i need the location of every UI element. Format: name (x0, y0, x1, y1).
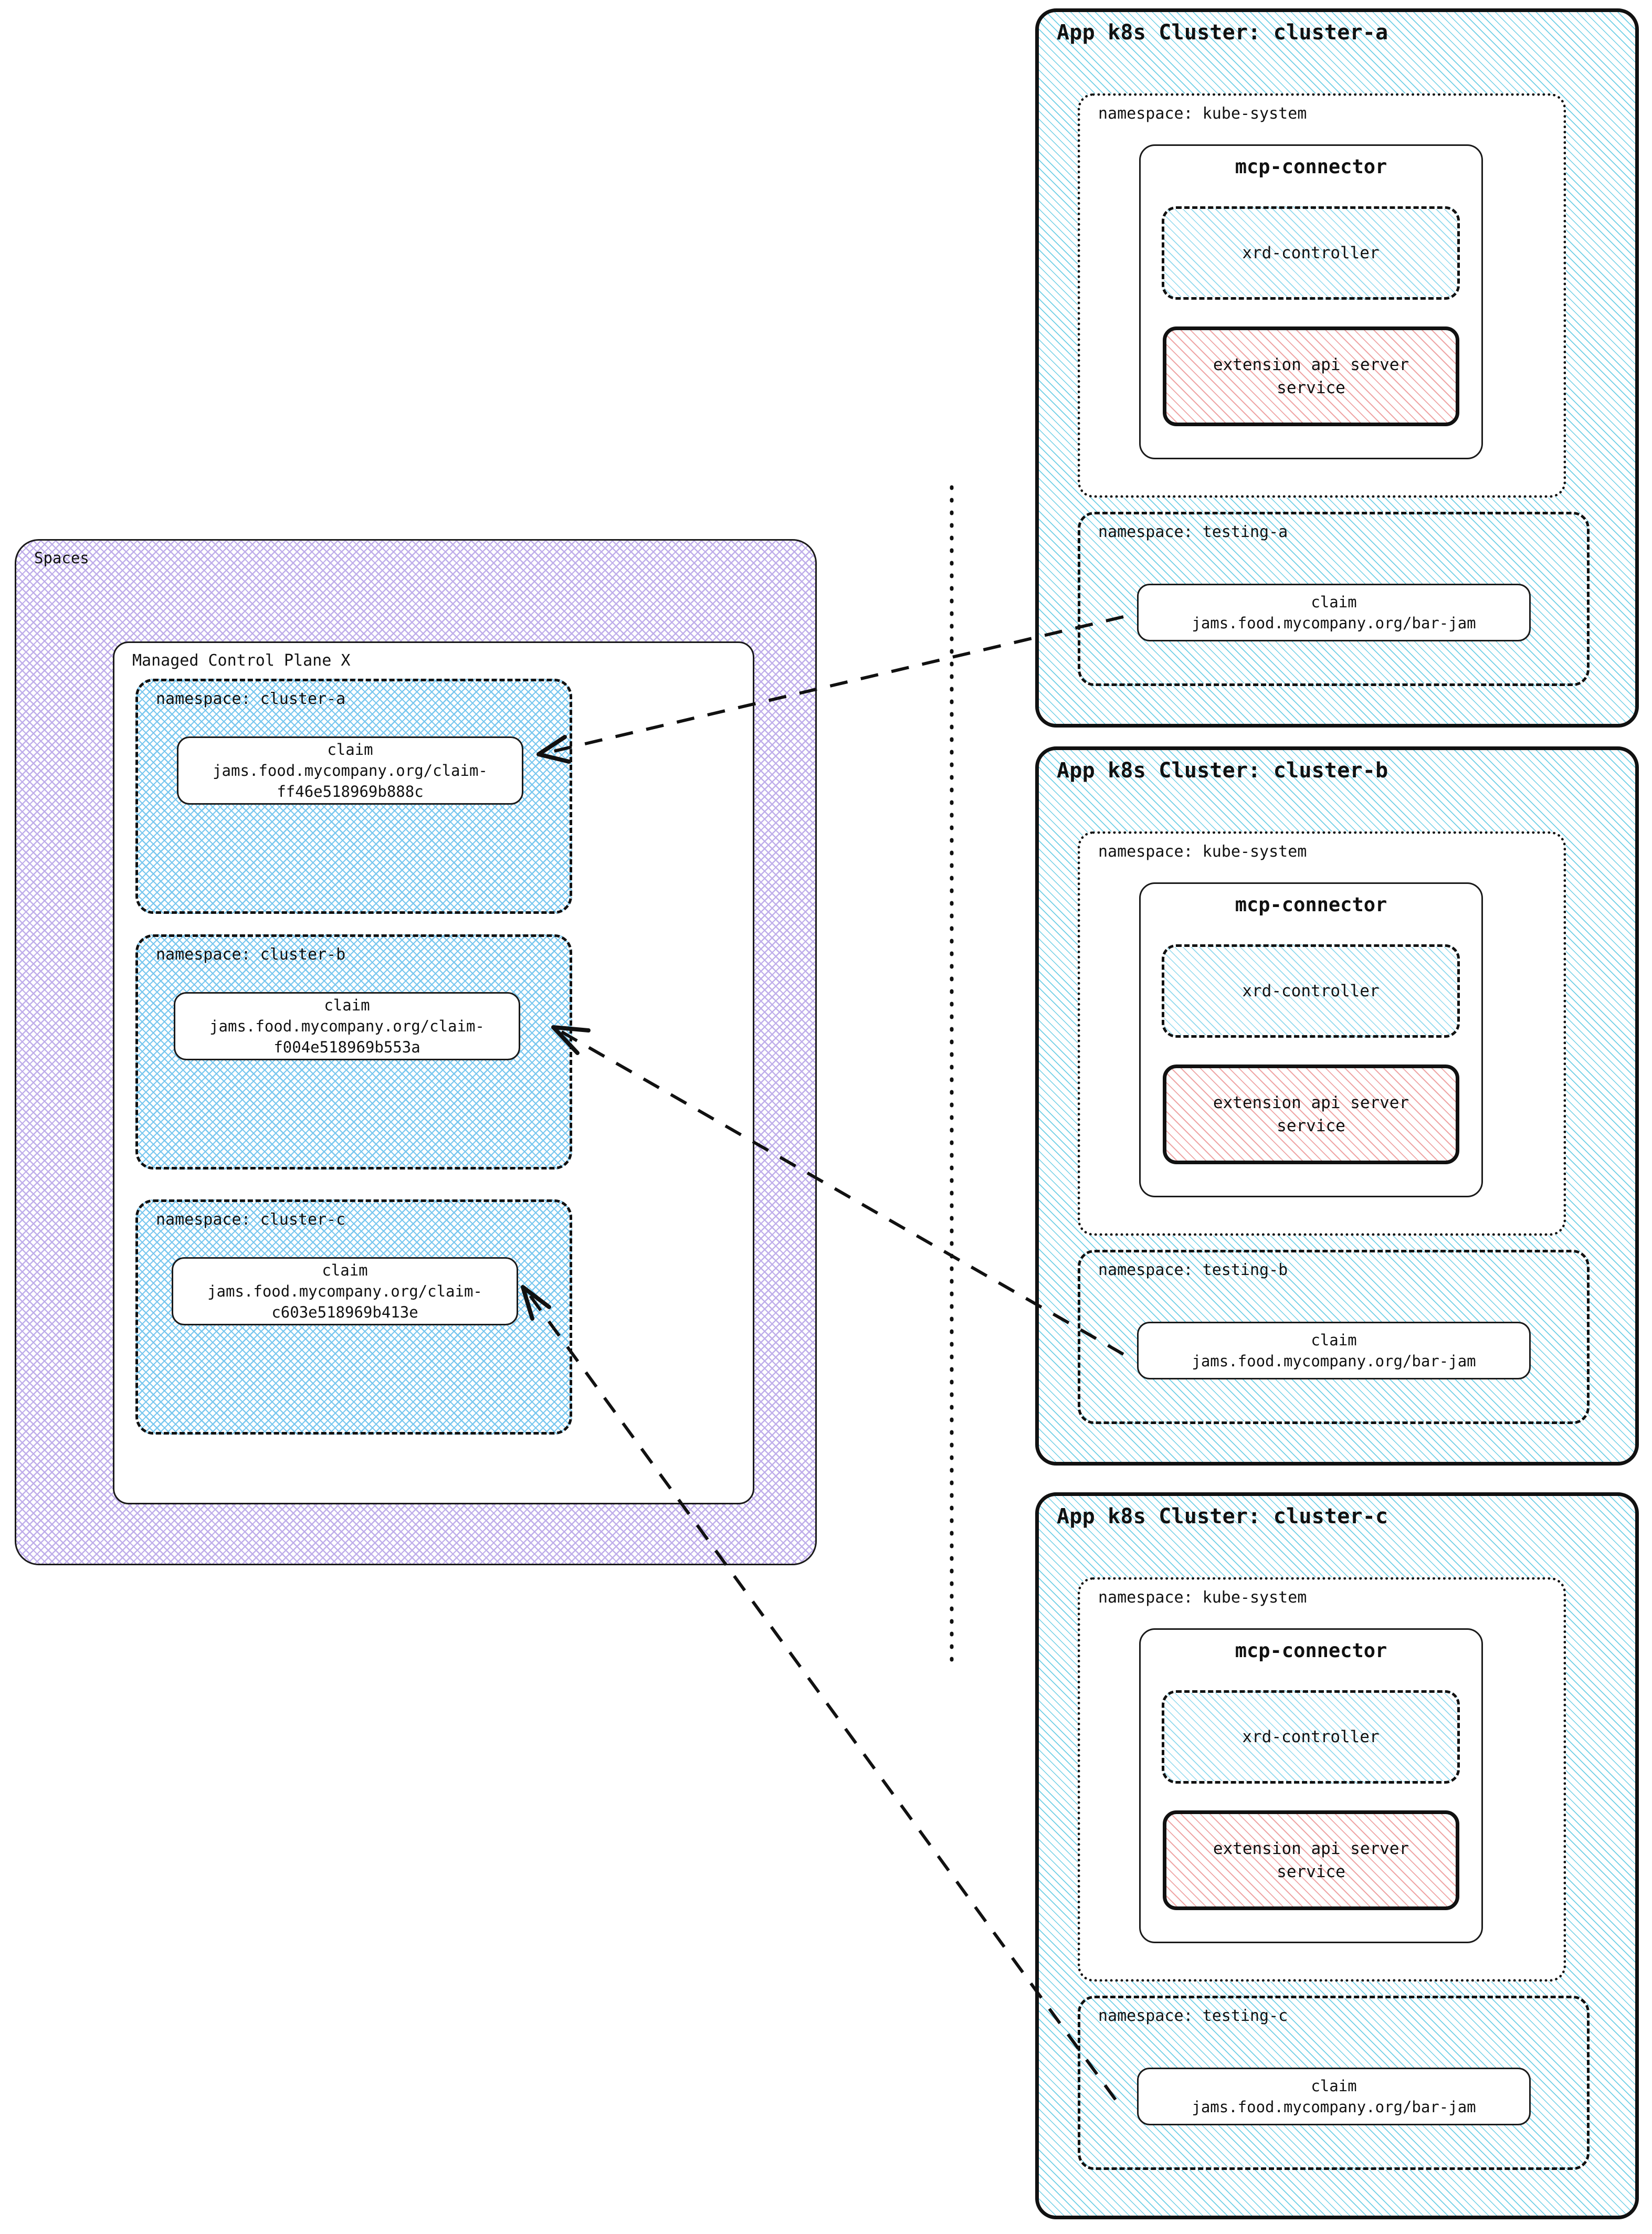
cluster-a-testing-namespace-label: namespace: testing-a (1098, 523, 1288, 541)
ext-line2: service (1277, 378, 1345, 397)
cp-claim-cluster-c-text: claim jams.food.mycompany.org/claim- c60… (173, 1260, 517, 1323)
cp-namespace-cluster-b: namespace: cluster-b claim jams.food.myc… (135, 934, 572, 1169)
claim-ref-line1: jams.food.mycompany.org/claim- (207, 1282, 482, 1300)
cluster-b-xrd-controller-label: xrd-controller (1242, 981, 1380, 1000)
cluster-c-extension-api-server-text: extension api server service (1166, 1837, 1456, 1883)
cluster-c-testing-namespace: namespace: testing-c claim jams.food.myc… (1078, 1996, 1590, 2170)
claim-ref-line2: f004e518969b553a (273, 1038, 420, 1057)
cp-namespace-cluster-b-label: namespace: cluster-b (156, 945, 346, 964)
cp-namespace-cluster-a-label: namespace: cluster-a (156, 690, 346, 708)
cluster-a-xrd-controller-label: xrd-controller (1242, 243, 1380, 262)
ext-line1: extension api server (1213, 1093, 1409, 1112)
cluster-c-testing-namespace-label: namespace: testing-c (1098, 2007, 1288, 2025)
cluster-b-testing-namespace: namespace: testing-b claim jams.food.myc… (1078, 1250, 1590, 1424)
cluster-a-extension-api-server-text: extension api server service (1166, 353, 1456, 399)
control-plane-label: Managed Control Plane X (132, 651, 351, 670)
cluster-c-extension-api-server-service: extension api server service (1163, 1810, 1459, 1910)
claim-ref: jams.food.mycompany.org/bar-jam (1192, 2098, 1476, 2116)
cluster-c-mcp-connector-label: mcp-connector (1235, 1639, 1387, 1662)
claim-kind: claim (324, 996, 370, 1014)
spaces-label: Spaces (34, 549, 89, 567)
cluster-a-mcp-connector-label: mcp-connector (1235, 155, 1387, 178)
cp-namespace-cluster-a: namespace: cluster-a claim jams.food.myc… (135, 679, 572, 914)
ext-line2: service (1277, 1116, 1345, 1135)
cluster-a-extension-api-server-service: extension api server service (1163, 326, 1459, 426)
cluster-b-kube-system-label: namespace: kube-system (1098, 842, 1307, 861)
cluster-b-testing-claim-text: claim jams.food.mycompany.org/bar-jam (1139, 1330, 1529, 1372)
cluster-b-mcp-connector-label: mcp-connector (1235, 893, 1387, 916)
cluster-c-testing-claim[interactable]: claim jams.food.mycompany.org/bar-jam (1137, 2068, 1531, 2125)
claim-ref-line1: jams.food.mycompany.org/claim- (213, 761, 488, 779)
cluster-a-testing-namespace: namespace: testing-a claim jams.food.myc… (1078, 512, 1590, 686)
cluster-a-label: App k8s Cluster: cluster-a (1057, 20, 1388, 45)
cluster-b-testing-namespace-label: namespace: testing-b (1098, 1261, 1288, 1279)
cp-claim-cluster-b-text: claim jams.food.mycompany.org/claim- f00… (175, 995, 519, 1058)
claim-ref: jams.food.mycompany.org/bar-jam (1192, 614, 1476, 632)
claim-ref-line2: ff46e518969b888c (277, 783, 424, 801)
claim-ref-line2: c603e518969b413e (271, 1303, 418, 1322)
claim-kind: claim (1311, 2077, 1357, 2095)
cluster-b-testing-claim[interactable]: claim jams.food.mycompany.org/bar-jam (1137, 1322, 1531, 1379)
cluster-c-xrd-controller-label: xrd-controller (1242, 1727, 1380, 1746)
cp-claim-cluster-a[interactable]: claim jams.food.mycompany.org/claim- ff4… (177, 736, 523, 805)
cluster-c-kube-system-label: namespace: kube-system (1098, 1588, 1307, 1607)
cluster-a-kube-system-label: namespace: kube-system (1098, 104, 1307, 123)
claim-kind: claim (322, 1261, 368, 1279)
cluster-c-label: App k8s Cluster: cluster-c (1057, 1504, 1388, 1529)
claim-kind: claim (1311, 593, 1357, 611)
ext-line1: extension api server (1213, 355, 1409, 374)
claim-kind: claim (327, 740, 373, 758)
cp-namespace-cluster-c-label: namespace: cluster-c (156, 1210, 346, 1229)
cluster-c-xrd-controller: xrd-controller (1162, 1690, 1460, 1784)
cluster-a-testing-claim-text: claim jams.food.mycompany.org/bar-jam (1139, 592, 1529, 634)
cp-claim-cluster-a-text: claim jams.food.mycompany.org/claim- ff4… (178, 739, 522, 802)
ext-line1: extension api server (1213, 1839, 1409, 1858)
cluster-a-xrd-controller: xrd-controller (1162, 206, 1460, 300)
cluster-b-xrd-controller: xrd-controller (1162, 944, 1460, 1038)
ext-line2: service (1277, 1862, 1345, 1881)
claim-ref: jams.food.mycompany.org/bar-jam (1192, 1352, 1476, 1370)
cp-namespace-cluster-c: namespace: cluster-c claim jams.food.myc… (135, 1199, 572, 1435)
cluster-c-testing-claim-text: claim jams.food.mycompany.org/bar-jam (1139, 2075, 1529, 2117)
cluster-b-extension-api-server-service: extension api server service (1163, 1065, 1459, 1164)
claim-kind: claim (1311, 1331, 1357, 1349)
cp-claim-cluster-b[interactable]: claim jams.food.mycompany.org/claim- f00… (174, 992, 520, 1060)
claim-ref-line1: jams.food.mycompany.org/claim- (209, 1017, 485, 1035)
cp-claim-cluster-c[interactable]: claim jams.food.mycompany.org/claim- c60… (172, 1257, 518, 1325)
cluster-a-testing-claim[interactable]: claim jams.food.mycompany.org/bar-jam (1137, 584, 1531, 641)
cluster-b-extension-api-server-text: extension api server service (1166, 1091, 1456, 1137)
cluster-b-label: App k8s Cluster: cluster-b (1057, 758, 1388, 783)
